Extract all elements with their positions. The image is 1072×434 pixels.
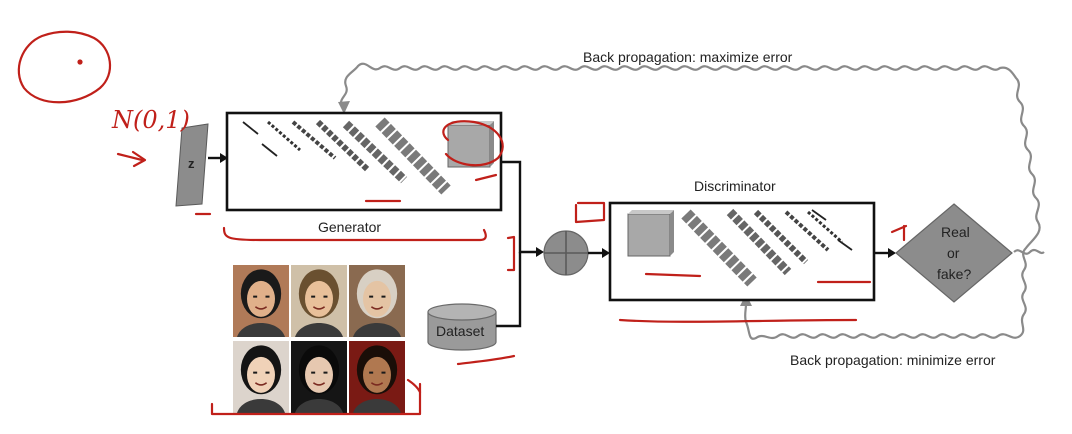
face-photo (291, 265, 347, 337)
generator-label: Generator (318, 219, 381, 235)
face-photo (349, 265, 405, 337)
noise-vector-z (175, 123, 209, 207)
face-photo (349, 341, 405, 413)
combiner-symbol (543, 230, 589, 276)
noise-distribution-note: N(0,1) (111, 106, 190, 134)
decision-label-real: Real (941, 224, 970, 240)
dataset-cylinder (427, 303, 497, 351)
backprop-top-label: Back propagation: maximize error (583, 49, 793, 65)
backprop-bottom-label: Back propagation: minimize error (790, 352, 996, 368)
dataset-label: Dataset (436, 323, 484, 339)
generator-output-wire (501, 160, 540, 254)
z-label: z (188, 156, 195, 171)
backprop-top-arrowhead (338, 101, 350, 114)
face-photo (233, 341, 289, 413)
decision-label-fake: fake? (937, 266, 971, 282)
decision-label-or: or (947, 245, 960, 261)
discriminator-label: Discriminator (694, 178, 776, 194)
dataset-face-grid (233, 265, 405, 413)
face-photo (233, 265, 289, 337)
handwritten-annotations: N(0,1) (17, 30, 908, 416)
decision-diamond (895, 203, 1013, 303)
backprop-top-wave (339, 62, 1041, 340)
discriminator-layers (627, 208, 853, 287)
face-photo (291, 341, 347, 413)
decision-wave-out (1013, 248, 1045, 255)
dataset-output-wire (496, 252, 522, 328)
